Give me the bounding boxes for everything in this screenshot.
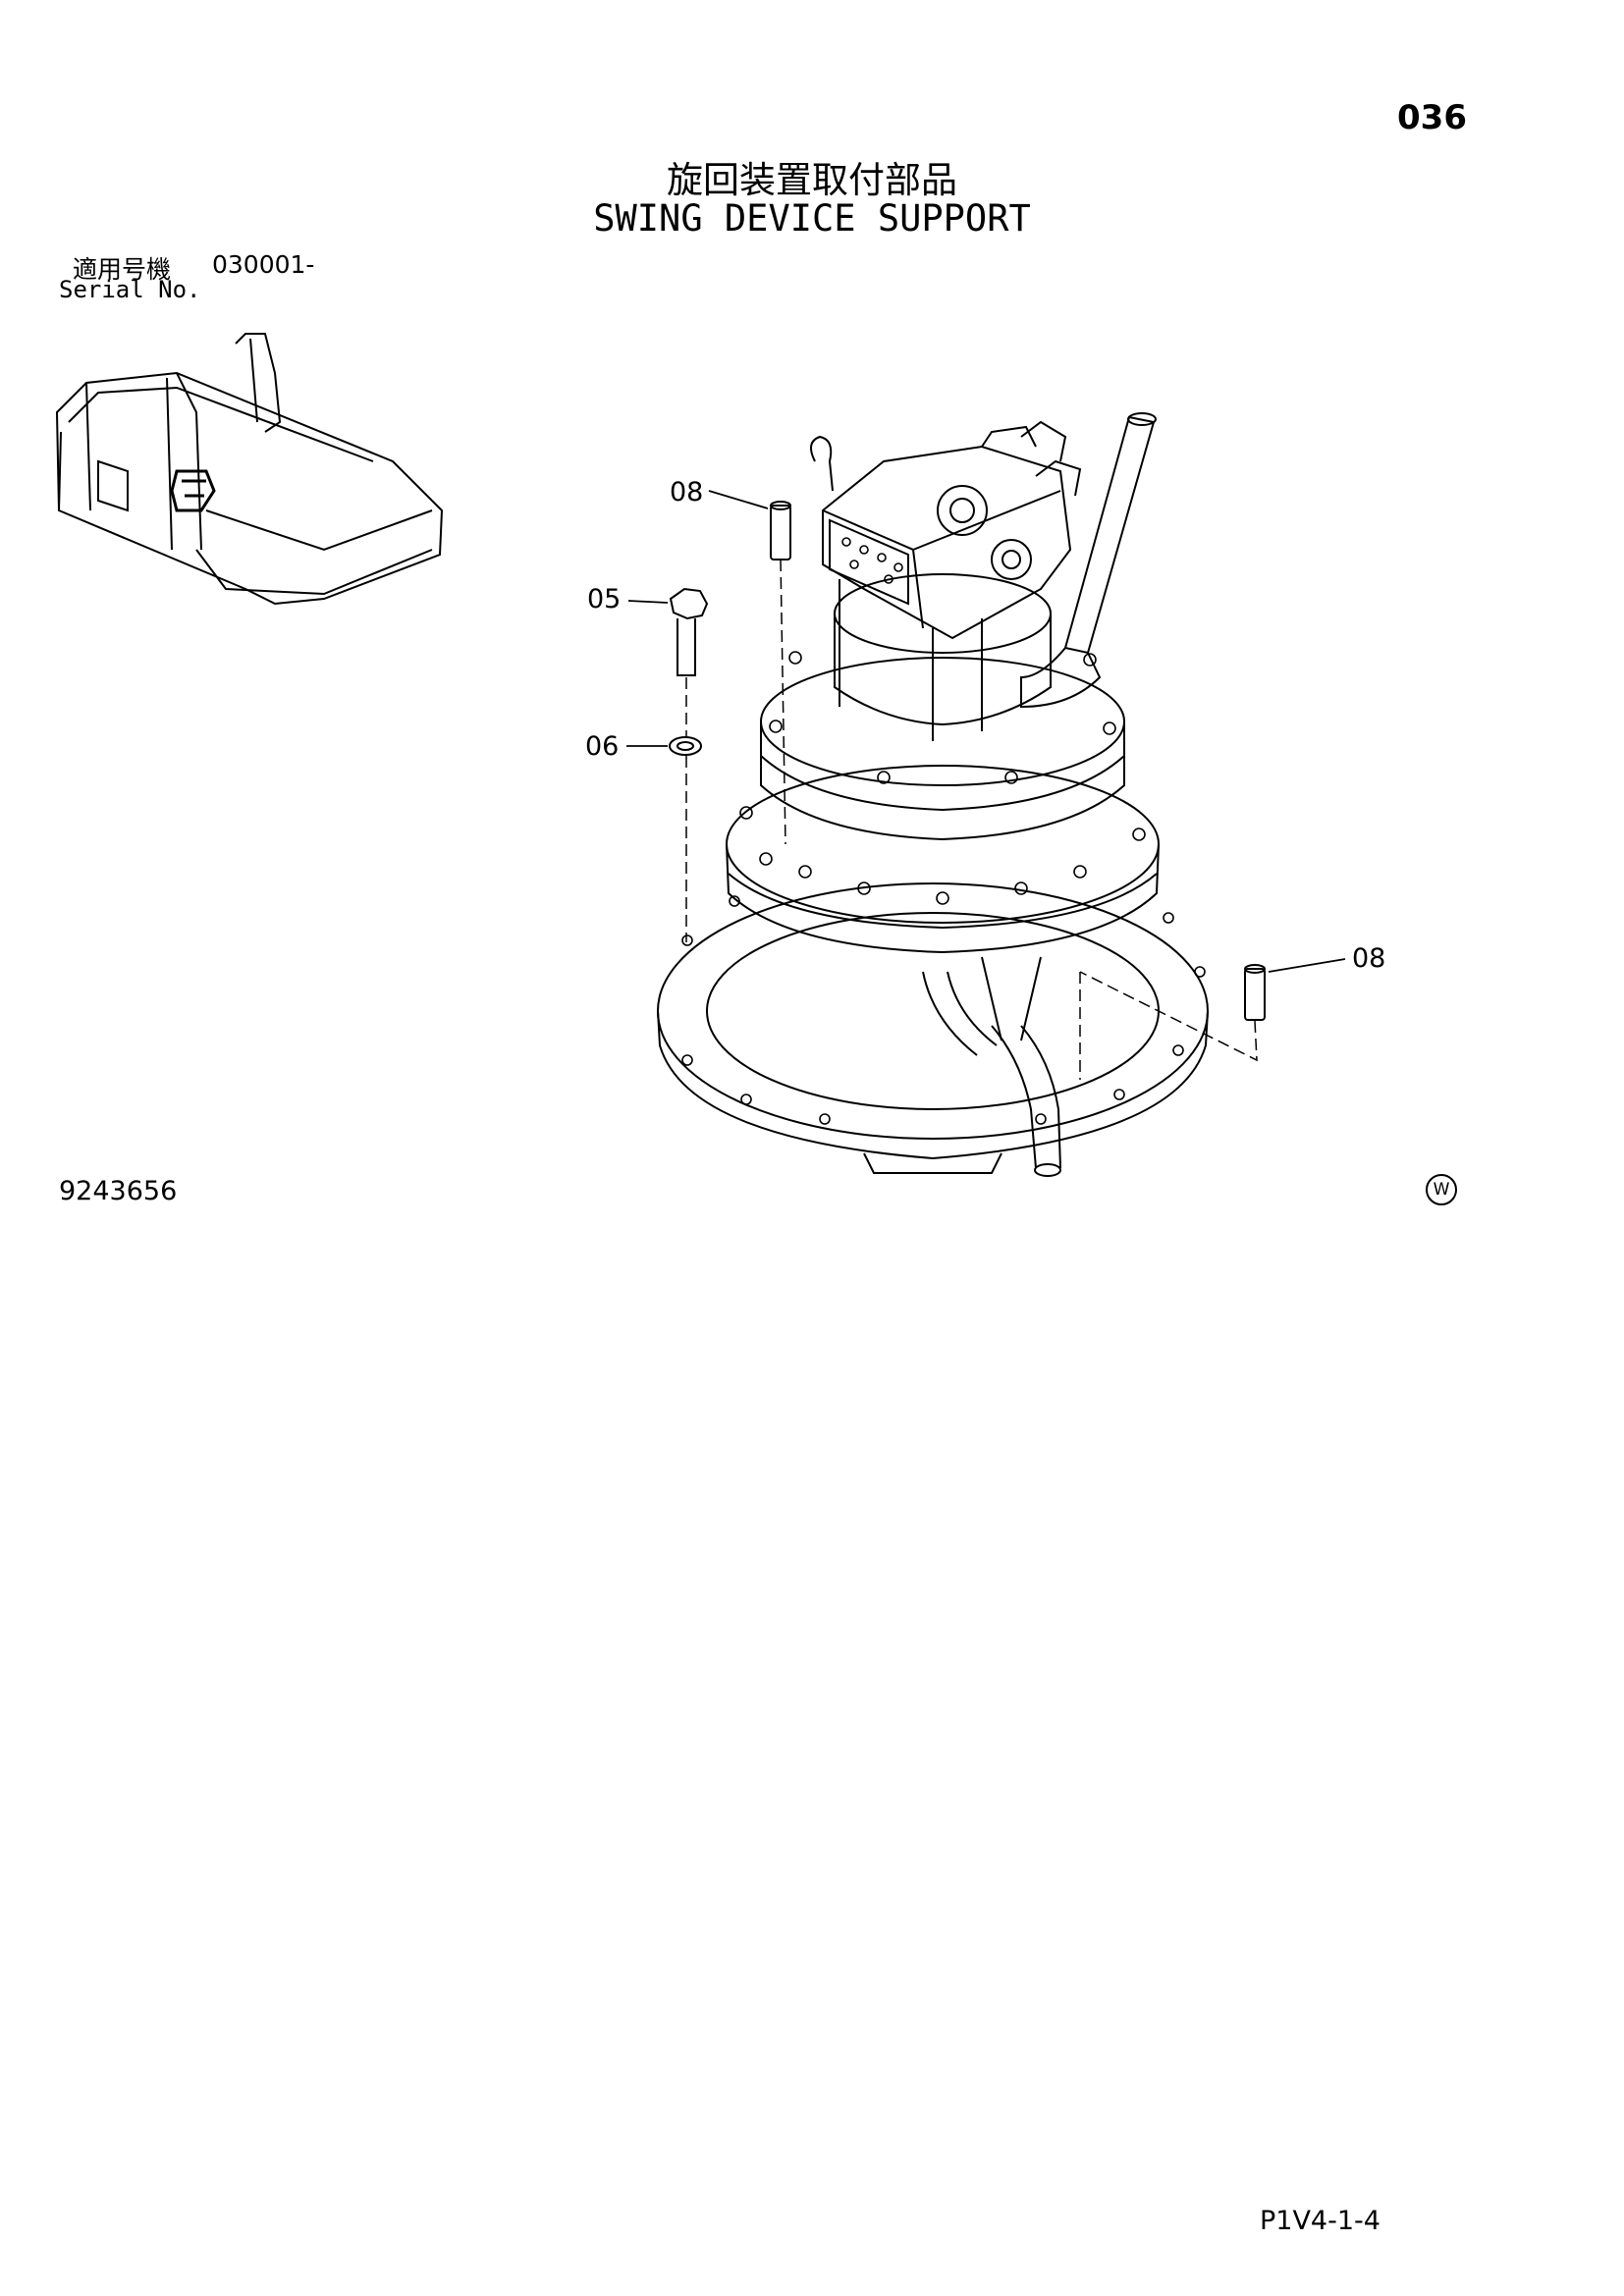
serial-label-japanese: 適用号機 — [73, 255, 172, 284]
callout-label: 05 — [587, 584, 622, 614]
serial-range: 030001- — [212, 250, 315, 279]
swing-device-drawing — [657, 412, 1209, 1177]
callout-label: 08 — [1352, 943, 1386, 974]
serial-label-english: Serial No. — [59, 276, 201, 303]
callout-label: 08 — [670, 477, 704, 507]
part-08-dowel-pin-lower — [1244, 964, 1266, 1021]
part-08-dowel-pin-upper — [770, 501, 791, 561]
page-number: 036 — [1397, 98, 1467, 137]
part-06-washer — [669, 736, 702, 756]
page-title-english: SWING DEVICE SUPPORT — [593, 197, 1031, 240]
callout-label: 06 — [585, 731, 620, 762]
document-number: 9243656 — [59, 1176, 178, 1206]
circled-w-mark: W — [1426, 1174, 1457, 1205]
part-05-bolt — [669, 587, 709, 676]
page-code: P1V4-1-4 — [1260, 2206, 1380, 2236]
page-title-japanese: 旋回装置取付部品 — [667, 159, 957, 201]
machine-locator-thumbnail — [55, 333, 444, 606]
